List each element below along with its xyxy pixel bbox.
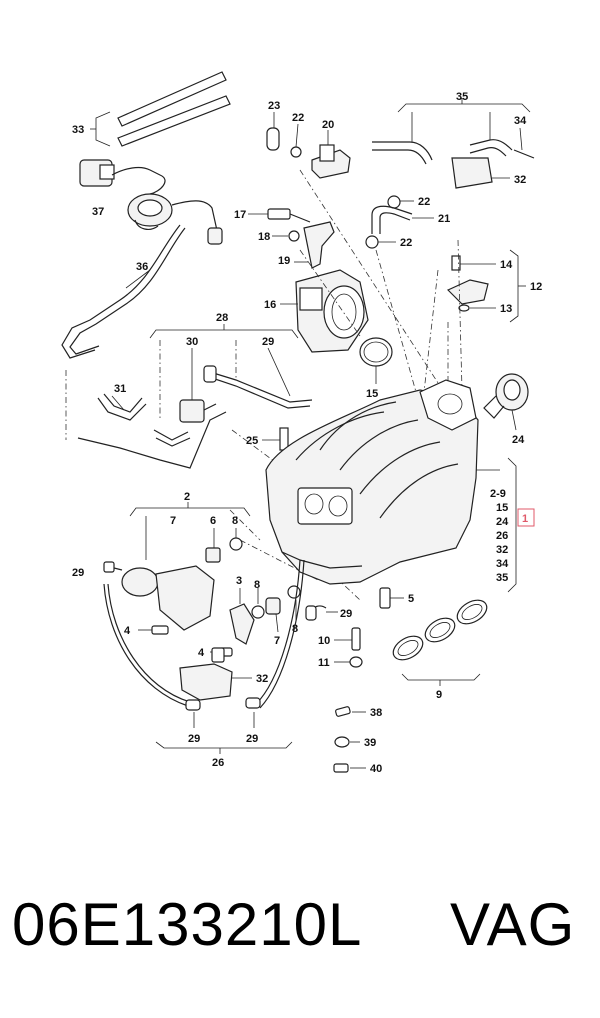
hose-31 — [77, 393, 227, 469]
sensor-12 — [446, 249, 526, 323]
callout-29b: 29 — [72, 567, 84, 579]
callout-9: 9 — [436, 689, 442, 701]
callout-30: 30 — [186, 336, 198, 348]
callout-32a: 32 — [514, 174, 526, 186]
callout-37: 37 — [92, 206, 104, 218]
callout-12: 12 — [530, 281, 542, 293]
callout-29a: 29 — [262, 336, 274, 348]
callout-31: 31 — [114, 383, 126, 395]
footer: 06E133210L VAG — [0, 890, 600, 980]
callout-20: 20 — [322, 119, 334, 131]
callout-18: 18 — [258, 231, 270, 243]
small-parts-38-40 — [333, 706, 366, 773]
bolt-10-nut-11 — [334, 627, 363, 668]
callout-17: 17 — [234, 209, 246, 221]
brand-name: VAG — [450, 891, 576, 958]
callout-29e: 29 — [246, 733, 258, 745]
callout-16: 16 — [264, 299, 276, 311]
hose-group-28 — [149, 324, 299, 339]
cable-ties-group — [90, 71, 231, 147]
actuator-7 — [103, 561, 215, 631]
callout-8c: 8 — [292, 623, 298, 635]
callout-7: 7 — [170, 515, 176, 527]
callout-4b: 4 — [198, 647, 205, 659]
exploded-parts-diagram: 33 37 36 23 22 20 — [61, 71, 542, 775]
callout-22c: 22 — [400, 237, 412, 249]
bolt-25 — [262, 427, 289, 451]
callout-23: 23 — [268, 100, 280, 112]
callout-36: 36 — [136, 261, 148, 273]
item1-list-4: 32 — [496, 544, 508, 556]
hose-set-26 — [103, 559, 305, 754]
hose-21 — [365, 195, 434, 249]
bolt-5 — [379, 587, 404, 609]
gaskets-9 — [392, 599, 488, 686]
callout-22a: 22 — [292, 112, 304, 124]
item1-list-3: 26 — [496, 530, 508, 542]
callout-13: 13 — [500, 303, 512, 315]
item1-list-5: 34 — [496, 558, 509, 570]
callout-6: 6 — [210, 515, 216, 527]
item1-list-2: 24 — [496, 516, 509, 528]
sensor-3 — [229, 588, 265, 645]
valve-32-lower — [179, 647, 252, 701]
callout-40: 40 — [370, 763, 382, 775]
vacuum-hose-36 — [61, 200, 223, 359]
solenoid-valve-37 — [79, 159, 173, 230]
callout-25: 25 — [246, 435, 258, 447]
callout-2: 2 — [184, 491, 190, 503]
callout-21: 21 — [438, 213, 450, 225]
item-1-highlight-box — [517, 508, 535, 527]
callout-8b: 8 — [254, 579, 260, 591]
callout-33: 33 — [72, 124, 84, 136]
callout-39: 39 — [364, 737, 376, 749]
small-parts-23-22-20 — [266, 112, 351, 179]
callout-4a: 4 — [124, 625, 131, 637]
callout-7b: 7 — [274, 635, 280, 647]
valve-30 — [179, 348, 217, 423]
callout-8a: 8 — [232, 515, 238, 527]
hose-29-top — [203, 347, 313, 409]
hose-29-elbow — [305, 605, 338, 621]
callout-26: 26 — [212, 757, 224, 769]
callout-29c: 29 — [340, 608, 352, 620]
parts-6-8 — [205, 528, 243, 563]
bracket-19-bolt-17 — [248, 208, 335, 269]
screw-4a — [138, 625, 169, 635]
hose-set-35 — [372, 98, 535, 189]
callout-15a: 15 — [366, 388, 378, 400]
group-2-bracket — [129, 502, 251, 517]
callout-22b: 22 — [418, 196, 430, 208]
callout-32b: 32 — [256, 673, 268, 685]
throttle-body-16 — [280, 269, 369, 353]
intake-manifold-1 — [265, 379, 500, 585]
callout-24a: 24 — [512, 434, 525, 446]
callout-34: 34 — [514, 115, 527, 127]
callout-38: 38 — [370, 707, 382, 719]
item1-list-6: 35 — [496, 572, 508, 584]
callout-29d: 29 — [188, 733, 200, 745]
callout-10: 10 — [318, 635, 330, 647]
callout-3: 3 — [236, 575, 242, 587]
item-1-contents: 1 2-9 15 24 26 32 34 35 — [490, 457, 535, 593]
callout-14: 14 — [500, 259, 513, 271]
callout-19: 19 — [278, 255, 290, 267]
item1-list-1: 15 — [496, 502, 508, 514]
callout-35: 35 — [456, 91, 468, 103]
callout-28: 28 — [216, 312, 228, 324]
callout-5: 5 — [408, 593, 414, 605]
item1-list-0: 2-9 — [490, 488, 506, 500]
callout-1: 1 — [522, 513, 528, 525]
callout-11: 11 — [318, 657, 330, 669]
sensor-24 — [483, 373, 529, 431]
part-number: 06E133210L — [12, 891, 363, 958]
o-ring-15 — [359, 337, 393, 384]
